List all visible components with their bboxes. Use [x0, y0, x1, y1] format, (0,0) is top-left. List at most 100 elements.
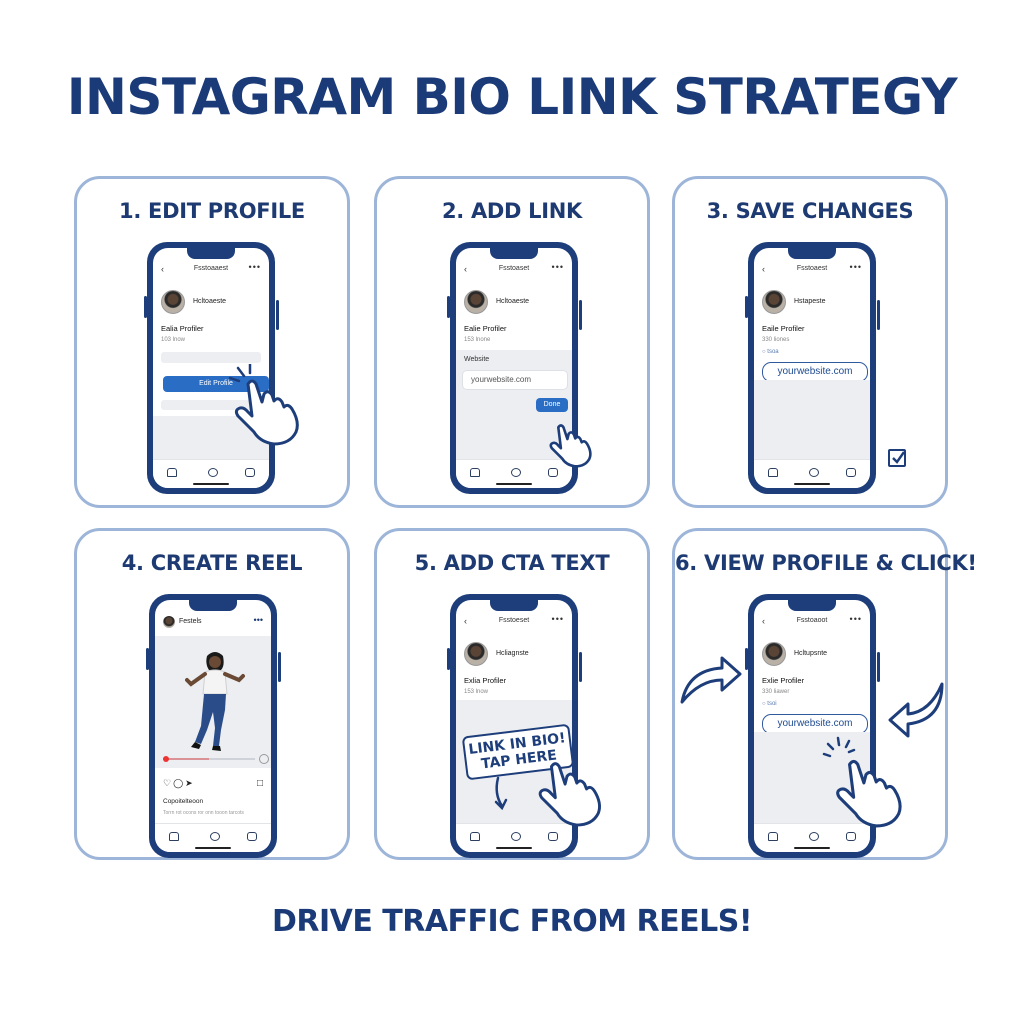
phone-screen: Festels ••• ♡◯➤ □ Copoitelteoon Torrn ro… — [155, 600, 271, 852]
bookmark-icon[interactable]: □ — [256, 778, 263, 789]
tap-burst-icon — [822, 736, 856, 758]
profile-name: Exlie Profiler — [762, 676, 805, 685]
more-icon[interactable]: ••• — [551, 614, 564, 624]
back-icon[interactable]: ‹ — [161, 264, 164, 274]
bottom-nav — [456, 459, 572, 488]
profile-name: Ealie Profiler — [464, 324, 507, 333]
screen-title: Fsstoaest — [796, 265, 828, 272]
phone-mockup: ‹ Fsstoaoot ••• Hcltupsnte Exlie Profile… — [748, 594, 876, 858]
more-icon[interactable]: ••• — [248, 262, 261, 272]
phone-screen: ‹ Fsstoaest ••• Hstapeste Eaile Profiler… — [754, 248, 870, 488]
username: Hcltupsnte — [794, 650, 828, 657]
back-icon[interactable]: ‹ — [464, 616, 467, 626]
screen-title: Fsstoaaest — [193, 265, 229, 272]
avatar — [762, 642, 786, 666]
done-button[interactable]: Done — [536, 398, 568, 412]
step-title: 6. VIEW PROFILE & CLICK! — [675, 551, 977, 575]
page-title: INSTAGRAM BIO LINK STRATEGY — [66, 68, 958, 126]
avatar — [464, 642, 488, 666]
heart-icon[interactable]: ♡ — [163, 778, 174, 788]
search-icon[interactable] — [809, 468, 819, 477]
profile-stats: 153 lnow — [464, 689, 489, 695]
dancer-figure — [185, 652, 245, 751]
home-icon[interactable] — [169, 832, 179, 841]
curved-arrow-icon — [680, 656, 742, 704]
screen-title: Fsstoaset — [498, 265, 530, 272]
back-icon[interactable]: ‹ — [762, 264, 765, 274]
profile-stats: 330 liawer — [762, 689, 790, 695]
username: Hstapeste — [794, 298, 826, 305]
username: Hcltoaeste — [193, 298, 227, 305]
bottom-nav — [456, 823, 572, 852]
step-title: 1. EDIT PROFILE — [119, 199, 305, 223]
share-icon[interactable]: ➤ — [185, 778, 195, 788]
screen-title: Festels — [179, 618, 202, 625]
profile-stats: 330 liones — [762, 337, 790, 343]
back-icon[interactable]: ‹ — [464, 264, 467, 274]
profile-icon[interactable] — [548, 468, 558, 477]
website-input[interactable]: yourwebsite.com — [462, 370, 568, 390]
edit-profile-button[interactable]: Edit Profile — [163, 376, 269, 392]
pointing-hand-icon — [228, 364, 299, 446]
more-icon[interactable]: ••• — [849, 614, 862, 624]
bottom-nav — [754, 459, 870, 488]
search-icon[interactable] — [208, 468, 218, 477]
home-icon[interactable] — [768, 832, 778, 841]
small-link: ○ tsoi — [762, 701, 777, 707]
screen-title: Fsstoaoot — [796, 617, 828, 624]
home-icon[interactable] — [470, 832, 480, 841]
comment-icon[interactable]: ◯ — [173, 778, 186, 788]
search-icon[interactable] — [511, 468, 521, 477]
avatar — [464, 290, 488, 314]
home-icon[interactable] — [768, 468, 778, 477]
caption-sub: Torrn rot ocons ror onn tooon tarcots — [163, 810, 244, 816]
more-icon[interactable]: ••• — [849, 262, 862, 272]
home-icon[interactable] — [167, 468, 177, 477]
pointing-hand-icon — [538, 762, 601, 827]
caption: Copoitelteoon — [163, 798, 204, 805]
profile-icon[interactable] — [245, 468, 255, 477]
more-icon[interactable]: ••• — [253, 615, 263, 625]
profile-icon[interactable] — [846, 468, 856, 477]
action-row: ♡◯➤ — [163, 778, 195, 789]
curved-arrow-icon — [888, 682, 944, 738]
step-title: 5. ADD CTA TEXT — [414, 551, 610, 575]
checkbox-icon — [888, 449, 906, 467]
profile-icon[interactable] — [247, 832, 257, 841]
screen-title: Fsstoeset — [498, 617, 530, 624]
progress-bar[interactable] — [163, 756, 255, 762]
bottom-nav — [155, 823, 271, 852]
phone-screen: ‹ Fsstoaoot ••• Hcltupsnte Exlie Profile… — [754, 600, 870, 852]
step-title: 3. SAVE CHANGES — [706, 199, 914, 223]
search-icon[interactable] — [809, 832, 819, 841]
arrow-icon — [494, 776, 508, 811]
profile-stats: 153 lnone — [464, 337, 491, 343]
profile-stats: 103 lnow — [161, 337, 186, 343]
website-label: Website — [464, 356, 490, 363]
avatar — [163, 616, 175, 628]
more-icon[interactable]: ••• — [551, 262, 564, 272]
profile-name: Eaile Profiler — [762, 324, 805, 333]
website-link[interactable]: yourwebsite.com — [762, 714, 868, 734]
small-link: ○ tsoa — [762, 349, 779, 355]
profile-icon[interactable] — [548, 832, 558, 841]
phone-mockup: ‹ Fsstoaest ••• Hstapeste Eaile Profiler… — [748, 242, 876, 494]
reel-video[interactable] — [155, 636, 271, 768]
search-icon[interactable] — [511, 832, 521, 841]
search-icon[interactable] — [210, 832, 220, 841]
home-icon[interactable] — [470, 468, 480, 477]
profile-icon[interactable] — [846, 832, 856, 841]
bottom-nav — [754, 823, 870, 852]
profile-name: Ealia Profiler — [161, 324, 204, 333]
phone-mockup: Festels ••• ♡◯➤ □ Copoitelteoon Torrn ro… — [149, 594, 277, 858]
step-title: 4. CREATE REEL — [121, 551, 303, 575]
back-icon[interactable]: ‹ — [762, 616, 765, 626]
username: Hcltoaeste — [496, 298, 530, 305]
pointing-hand-icon — [836, 759, 902, 828]
avatar — [762, 290, 786, 314]
footer-tagline: DRIVE TRAFFIC FROM REELS! — [271, 904, 753, 939]
username: Hcliagnste — [496, 650, 529, 657]
step-title: 2. ADD LINK — [441, 199, 583, 223]
website-link[interactable]: yourwebsite.com — [762, 362, 868, 382]
bottom-nav — [153, 459, 269, 488]
